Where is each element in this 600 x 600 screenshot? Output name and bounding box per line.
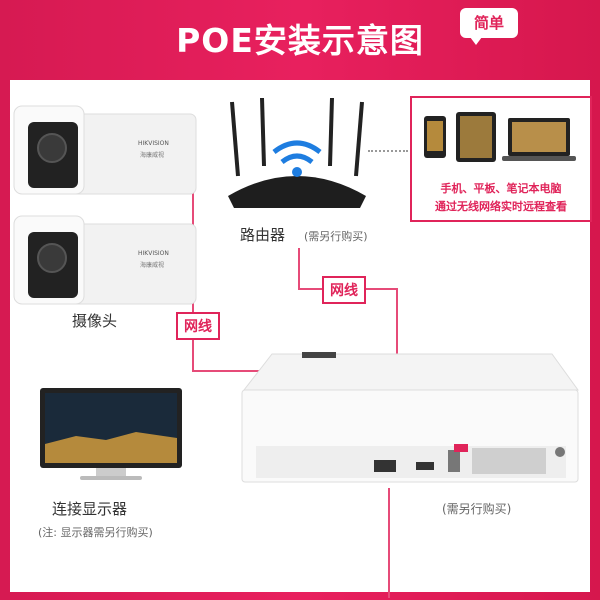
- router-icon: [222, 96, 372, 216]
- camera-top-brand-cn: 海康威视: [140, 150, 164, 159]
- camera-cable-label: 网线: [176, 312, 220, 340]
- router-note: (需另行购买): [304, 228, 368, 244]
- devices-line2: 通过无线网络实时远程查看: [412, 198, 590, 214]
- monitor-label: 连接显示器: [52, 498, 127, 519]
- monitor-icon: [36, 384, 186, 484]
- devices-icon: [416, 108, 586, 168]
- simple-badge: 简单: [460, 8, 518, 38]
- monitor-cable: [388, 488, 390, 598]
- camera-bottom-brand: HIKVISION: [138, 250, 169, 257]
- nvr-note: (需另行购买): [442, 500, 511, 517]
- router-label: 路由器: [240, 224, 285, 245]
- devices-line1: 手机、平板、笔记本电脑: [412, 180, 590, 196]
- camera-top-brand: HIKVISION: [138, 140, 169, 147]
- router-cable: [298, 248, 300, 288]
- camera-bottom-brand-cn: 海康威视: [140, 260, 164, 269]
- camera-top: [10, 96, 200, 206]
- camera-label: 摄像头: [72, 310, 117, 331]
- wireless-link: [368, 150, 408, 152]
- monitor-note: (注: 显示器需另行购买): [38, 524, 153, 540]
- camera-bottom: [10, 206, 200, 316]
- router-cable-label: 网线: [322, 276, 366, 304]
- remote-devices-box: 手机、平板、笔记本电脑 通过无线网络实时远程查看: [410, 96, 592, 222]
- nvr-device: [232, 348, 582, 488]
